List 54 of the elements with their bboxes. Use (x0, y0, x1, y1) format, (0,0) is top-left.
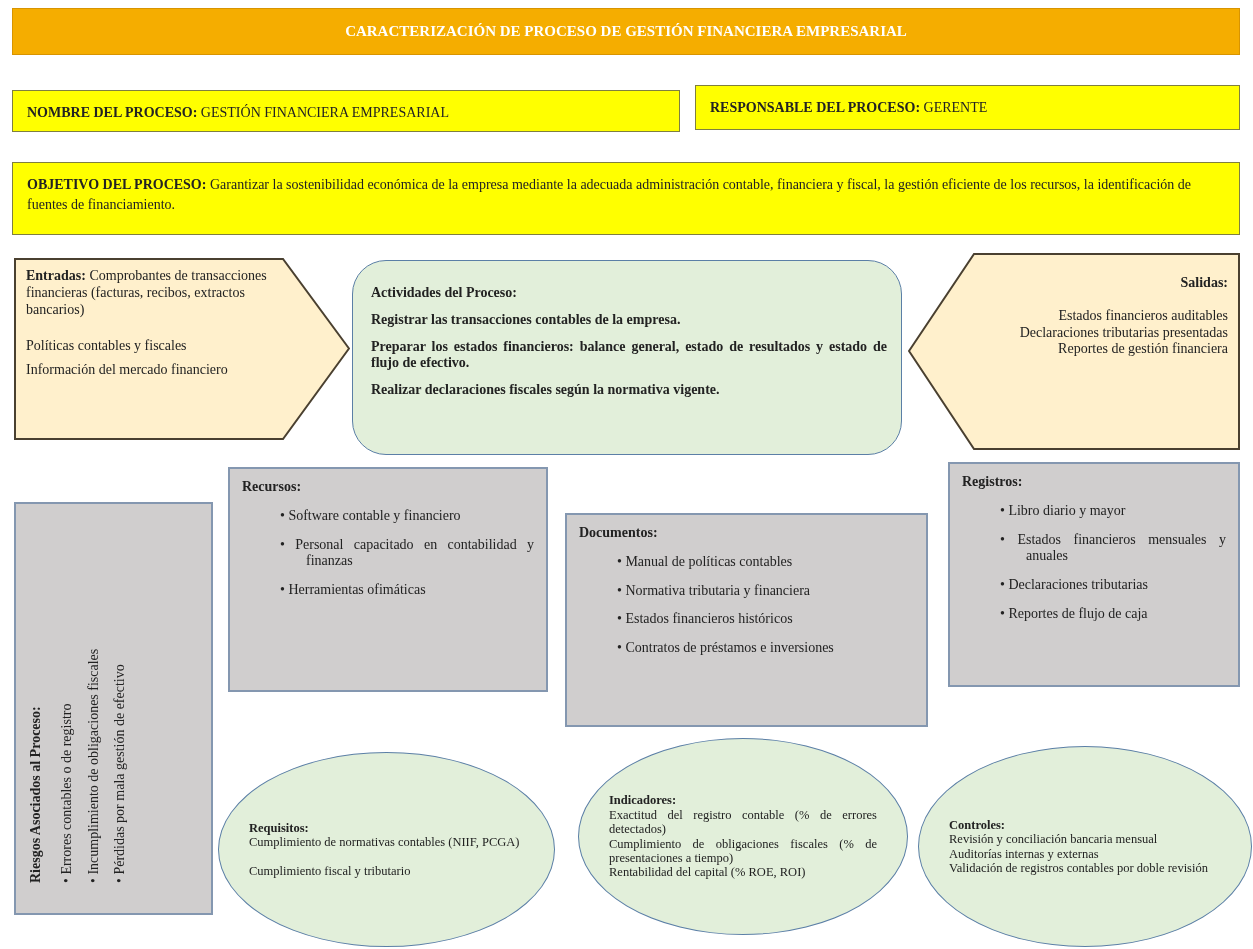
body-text: Reportes de gestión financiera (1057, 341, 1228, 359)
body-text: Exactitud del registro contable (% de errores detectados) (609, 807, 877, 837)
title-banner: CARACTERIZACIÓN DE PROCESO DE GESTIÓN FINANCIERA EMPRESARIAL (12, 8, 1240, 55)
list-item: • Manual de políticas contables (617, 553, 794, 571)
body-text: Validación de registros contables por doble revisión (949, 860, 1209, 876)
name-box (12, 90, 680, 132)
list-item: • Incumplimiento de obligaciones fiscales (85, 647, 102, 883)
field-text: RESPONSABLE DEL PROCESO: GERENTE (710, 99, 989, 117)
list-item: • Estados financieros históricos (617, 611, 794, 629)
heading: Registros: (962, 474, 1024, 491)
field-text: NOMBRE DEL PROCESO: GESTIÓN FINANCIERA EMPRESARIAL (27, 103, 450, 122)
documents-box (565, 513, 928, 727)
list-item: • Pérdidas por mala gestión de efectivo (112, 663, 129, 883)
body-text: Revisión y conciliación bancaria mensual (949, 832, 1159, 847)
risks-box (14, 502, 213, 915)
list-item: • Contratos de préstamos e inversiones (617, 640, 835, 657)
output-pentagon (908, 253, 1240, 450)
body-text: Rentabilidad del capital (% ROE, ROI) (609, 865, 807, 880)
activity-text: Realizar declaraciones fiscales según la normativa vigente. (371, 382, 721, 399)
heading: Controles: (949, 817, 1006, 833)
heading: Salidas: (1179, 275, 1228, 292)
body-text: Información del mercado financiero (26, 362, 229, 379)
list-item: • Normativa tributaria y financiera (617, 582, 812, 600)
body-text: Entradas: Comprobantes de transacciones financieras (facturas, recibos, extractos bancarios) (26, 268, 268, 319)
heading: Actividades del Proceso: (371, 285, 518, 302)
list-item: • Software contable y financiero (280, 507, 462, 525)
list-item: • Reportes de flujo de caja (1000, 606, 1149, 623)
activity-text: Preparar los estados financieros: balance general, estado de resultados y estado de flujo de efectivo. (371, 338, 887, 373)
activities-box (352, 260, 902, 455)
heading: Recursos: (242, 479, 303, 496)
heading: Requisitos: (249, 820, 310, 836)
list-item: • Herramientas ofimáticas (280, 582, 427, 599)
activity-text: Registrar las transacciones contables de la empresa. (371, 311, 682, 329)
resources-box (228, 467, 548, 692)
objective-box (12, 162, 1240, 235)
list-item: • Estados financieros mensuales y anuales (1000, 531, 1226, 566)
owner-box (695, 85, 1240, 130)
heading: Riesgos Asociados al Proceso: (28, 705, 44, 883)
body-text: Declaraciones tributarias presentadas (1018, 324, 1228, 342)
body-text: Cumplimiento de obligaciones fiscales (% de presentaciones a tiempo) (609, 836, 877, 866)
heading: Documentos: (579, 525, 659, 542)
heading: Indicadores: (609, 793, 678, 808)
input-pentagon (14, 258, 350, 440)
list-item: • Personal capacitado en contabilidad y finanzas (280, 536, 534, 571)
body-text: Cumplimiento fiscal y tributario (249, 863, 412, 879)
list-item: • Errores contables o de registro (58, 702, 75, 883)
list-item: • Declaraciones tributarias (1000, 577, 1149, 594)
records-box (948, 462, 1240, 687)
list-item: • Libro diario y mayor (1000, 502, 1127, 520)
body-text: Cumplimiento de normativas contables (NIIF, PCGA) (249, 835, 521, 850)
body-text: Políticas contables y fiscales (26, 338, 188, 356)
field-text: OBJETIVO DEL PROCESO: Garantizar la sostenibilidad económica de la empresa mediante la adecuada administración contable, financiera y fiscal, la gestión eficiente de los recursos, la identificación de fuentes de financiamiento. (27, 176, 1193, 215)
body-text: Auditorías internas y externas (949, 846, 1100, 861)
body-text: Estados financieros auditables (1057, 307, 1228, 325)
